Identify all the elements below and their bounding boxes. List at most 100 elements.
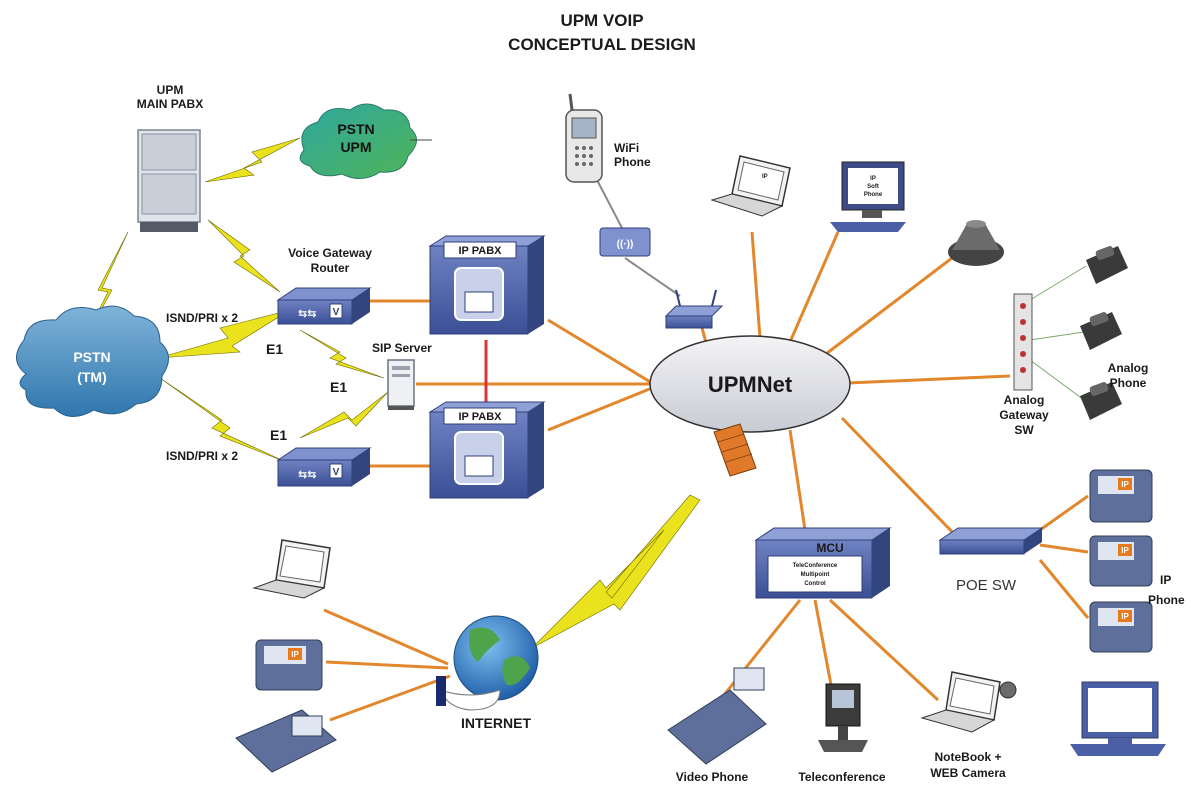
link-poe-ipphone1 bbox=[1039, 494, 1089, 532]
link-internet-laptop bbox=[323, 608, 449, 666]
svg-text:IP: IP bbox=[762, 174, 768, 180]
ip-pabx-1-device bbox=[428, 235, 546, 335]
ip-badge-2: IP bbox=[1121, 546, 1129, 555]
sip-server-device bbox=[387, 359, 415, 410]
ip-phone-right-3 bbox=[1089, 601, 1153, 653]
main-pabx-device bbox=[137, 129, 201, 232]
wifi-phone-label-2: Phone bbox=[614, 155, 651, 169]
notebook-label-1: NoteBook + bbox=[934, 750, 1001, 764]
link-pabx1-upmnet bbox=[547, 318, 653, 385]
analog-phone-1 bbox=[1086, 246, 1128, 284]
mcu-line-1: TeleConference bbox=[793, 563, 838, 569]
link-laptop-upmnet bbox=[750, 231, 762, 339]
ip-badge-1: IP bbox=[1121, 480, 1129, 489]
internet-globe bbox=[436, 615, 539, 711]
ip-pabx-1-label: IP PABX bbox=[459, 245, 503, 257]
link-internet-ipphone bbox=[325, 660, 449, 670]
video-phone-left-device bbox=[235, 709, 337, 773]
ip-phone-right-2 bbox=[1089, 535, 1153, 587]
link-poe-ipphone3 bbox=[1038, 559, 1090, 619]
bolt-pabx-pstnupm bbox=[204, 137, 301, 183]
poe-sw-label: POE SW bbox=[956, 577, 1017, 594]
analog-gateway-label-3: SW bbox=[1014, 423, 1034, 437]
diagram-title-line2: CONCEPTUAL DESIGN bbox=[508, 35, 696, 54]
ip-pabx-2-label: IP PABX bbox=[459, 411, 503, 423]
link-mcu-telecon bbox=[813, 599, 834, 691]
link-poe-upmnet bbox=[840, 416, 962, 542]
link-mcu-upmnet bbox=[788, 429, 807, 531]
link-poe-ipphone2 bbox=[1039, 543, 1089, 554]
bolt-internet-firewall bbox=[531, 494, 701, 649]
main-pabx-label-2: MAIN PABX bbox=[137, 97, 203, 111]
analog-phone-3 bbox=[1080, 382, 1122, 420]
teleconference-label: Teleconference bbox=[798, 770, 885, 784]
voice-gateway-label-2: Router bbox=[311, 261, 350, 275]
bolt-pabx-router bbox=[207, 219, 281, 293]
softphone-screen-3: Phone bbox=[864, 192, 883, 198]
ip-phone-label-1: IP bbox=[1160, 573, 1171, 587]
voice-gateway-label-1: Voice Gateway bbox=[288, 246, 372, 260]
svg-text:⇆⇆: ⇆⇆ bbox=[298, 469, 316, 481]
link-internet-phone bbox=[329, 674, 451, 722]
notebook-label-2: WEB Camera bbox=[930, 766, 1006, 780]
mcu-line-3: Control bbox=[804, 581, 826, 587]
svg-text:((·)): ((·)) bbox=[617, 239, 634, 250]
wifi-bridge-device: ((·)) bbox=[599, 227, 651, 257]
analog-phone-label-1: Analog bbox=[1108, 361, 1149, 375]
poe-switch-device bbox=[938, 527, 1044, 555]
link-mcu-notebook bbox=[828, 598, 940, 702]
wireless-access-point bbox=[664, 289, 724, 329]
mcu-title: MCU bbox=[816, 541, 843, 555]
ip-badge-left: IP bbox=[291, 650, 299, 659]
diagram-title-line1: UPM VOIP bbox=[560, 11, 643, 30]
wifi-link bbox=[595, 177, 681, 297]
laptop-top-device: IP bbox=[710, 155, 791, 217]
internet-label: INTERNET bbox=[461, 715, 531, 731]
sip-server-label: SIP Server bbox=[372, 341, 432, 355]
svg-text:⇆⇆: ⇆⇆ bbox=[298, 308, 316, 320]
pstn-upm-label-2: UPM bbox=[340, 139, 371, 155]
pstn-tm-label-1: PSTN bbox=[73, 349, 110, 365]
mcu-line-2: Multipoint bbox=[801, 572, 830, 578]
svg-text:V: V bbox=[333, 467, 340, 478]
analog-phone-label-2: Phone bbox=[1110, 376, 1147, 390]
video-phone-device bbox=[667, 667, 767, 765]
notebook-webcam-device bbox=[920, 671, 1017, 733]
upmnet-core bbox=[649, 335, 851, 433]
mcu-device bbox=[754, 527, 892, 599]
analog-phone-2 bbox=[1080, 312, 1122, 350]
voice-gateway-router-2: ⇆⇆ V bbox=[276, 447, 372, 487]
ip-phone-left-device bbox=[255, 639, 323, 691]
link-softphone-upmnet bbox=[788, 231, 840, 343]
wifi-phone-label-1: WiFi bbox=[614, 141, 639, 155]
wifi-phone-device bbox=[565, 93, 603, 183]
analog-gateway-device bbox=[1013, 293, 1033, 391]
video-phone-label: Video Phone bbox=[676, 770, 749, 784]
bolt-router2-sip bbox=[299, 391, 389, 439]
link-pabx2-upmnet bbox=[547, 386, 653, 432]
e1-label-a: E1 bbox=[266, 341, 283, 357]
main-pabx-label-1: UPM bbox=[157, 83, 184, 97]
laptop-left-device bbox=[252, 539, 331, 599]
isdn-bottom-label: ISND/PRI x 2 bbox=[166, 449, 238, 463]
ip-pabx-2-device bbox=[428, 401, 546, 499]
analog-gateway-label-1: Analog bbox=[1004, 393, 1045, 407]
pstn-upm-cloud bbox=[299, 103, 432, 179]
analog-gateway-label-2: Gateway bbox=[999, 408, 1049, 422]
isdn-top-label: ISND/PRI x 2 bbox=[166, 311, 238, 325]
e1-label-c: E1 bbox=[270, 427, 287, 443]
analog-lines bbox=[1029, 265, 1087, 401]
pstn-upm-label-1: PSTN bbox=[337, 121, 374, 137]
link-analoggw-upmnet bbox=[847, 374, 1011, 385]
conference-speakerphone bbox=[948, 220, 1004, 266]
softphone-screen-2: Soft bbox=[867, 184, 879, 190]
pstn-tm-label-2: (TM) bbox=[77, 369, 107, 385]
teleconference-device bbox=[818, 683, 868, 752]
e1-label-b: E1 bbox=[330, 379, 347, 395]
desktop-pc-right bbox=[1070, 681, 1166, 756]
bolt-router1-sip bbox=[299, 329, 385, 379]
svg-text:V: V bbox=[333, 307, 340, 318]
link-mcu-videophone bbox=[718, 599, 802, 701]
